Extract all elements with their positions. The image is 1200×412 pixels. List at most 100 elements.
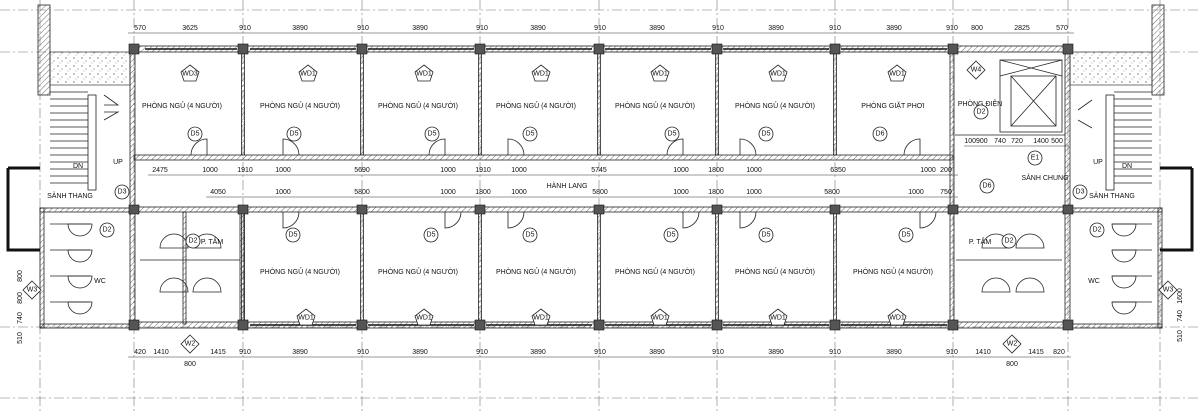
window-tag: WD1 (533, 315, 549, 322)
corridor-dimension-label: 1000 (511, 167, 527, 174)
room-label-bottom: PHÒNG NGỦ (4 NGƯỜI) (260, 267, 340, 276)
column (237, 43, 249, 55)
column (237, 204, 249, 215)
bottom-dimension-label: 910 (357, 349, 369, 356)
sanitary-fixtures (50, 223, 1152, 315)
column (128, 204, 140, 215)
door-tag-marker (522, 126, 538, 142)
column (829, 319, 841, 331)
lobby-dimension-label: 720 (1011, 138, 1023, 145)
stair-down-label: DN (1122, 163, 1132, 170)
column (947, 43, 959, 55)
door-tag-marker (1089, 222, 1105, 238)
door-tag-marker (758, 227, 774, 243)
door-tag: E1 (1031, 155, 1040, 162)
window-tag: WD1 (889, 315, 905, 322)
door-swing (428, 138, 446, 156)
corridor-dimension-label: 5800 (592, 189, 608, 196)
corridor-dimension-label: 200 (940, 167, 952, 174)
door-tag: D5 (526, 131, 535, 138)
door-tag: D2 (103, 227, 112, 234)
column (237, 319, 249, 331)
corridor-dimension-label: 1000 (511, 189, 527, 196)
column (1062, 43, 1074, 55)
door-tag: D2 (1005, 238, 1014, 245)
window-tag-marker (180, 334, 200, 354)
bottom-dimension-label: 820 (1053, 349, 1065, 356)
bottom-dimension-label: 3890 (412, 349, 428, 356)
column (593, 319, 605, 331)
bottom-dimension-label: 3890 (649, 349, 665, 356)
column (474, 319, 486, 331)
column (593, 43, 605, 55)
top-dimension-label: 2825 (1014, 25, 1030, 32)
column (1062, 204, 1074, 215)
column (711, 43, 723, 55)
partition-wall (597, 51, 601, 156)
lobby-dimension-label: 1400 (1033, 138, 1049, 145)
door-tag-marker (898, 227, 914, 243)
column (356, 43, 368, 55)
window-tag-marker (414, 64, 434, 82)
door-tag-marker (522, 227, 538, 243)
corridor-dimension-label: 1000 (275, 167, 291, 174)
corridor-label: HÀNH LANG (547, 181, 588, 190)
bottom-dimension-label: 910 (712, 349, 724, 356)
stair-right (1069, 4, 1165, 191)
door-tag: D5 (902, 232, 911, 239)
window-tag: WD1 (300, 71, 316, 78)
stair-up-label: UP (113, 159, 123, 166)
column (356, 204, 368, 215)
room-label-top: PHÒNG NGỦ (4 NGƯỜI) (615, 101, 695, 110)
column (829, 43, 841, 55)
corridor-dimension-label: 6350 (830, 167, 846, 174)
window-tag-marker (1158, 280, 1178, 300)
window-tag: W3 (27, 287, 38, 294)
door-tag-marker (973, 104, 989, 120)
corridor-dimension-label: 1910 (237, 167, 253, 174)
partition-wall (478, 211, 482, 323)
bottom-dimension-label: 1410 (975, 349, 991, 356)
bottom-dimension-label: 420 (134, 349, 146, 356)
door-swing (282, 138, 300, 156)
top-dimension-label: 910 (594, 25, 606, 32)
shower-door (1015, 277, 1045, 293)
side-dimension: 740 (17, 312, 24, 324)
bottom-dimension-label: 3890 (292, 349, 308, 356)
side-dimension: 1600 (1177, 288, 1184, 304)
corridor-dimension-label: 5800 (354, 189, 370, 196)
stair-lobby-label: SẢNH THANG (1089, 191, 1135, 200)
window-tag-marker (1002, 334, 1022, 354)
bottom-dimension-label: 910 (476, 349, 488, 356)
window-tag-marker (296, 308, 316, 326)
room-label-bottom: PHÒNG NGỦ (4 NGƯỜI) (735, 267, 815, 276)
stair-left (37, 4, 131, 191)
window-tag: WD1 (298, 315, 314, 322)
door-tag-marker (872, 126, 888, 142)
room-label-top: PHÒNG NGỦ (4 NGƯỜI) (735, 101, 815, 110)
top-dimension-label: 3890 (649, 25, 665, 32)
top-dimension-label: 910 (829, 25, 841, 32)
stair-lobby-label: SẢNH THANG (47, 191, 93, 200)
door-tag: D3 (1076, 189, 1085, 196)
top-dimension-label: 910 (476, 25, 488, 32)
door-tag: D2 (977, 109, 986, 116)
door-tag-marker (187, 126, 203, 142)
column (711, 319, 723, 331)
toilet-stall-door (67, 301, 93, 315)
side-dimension: 740 (1177, 310, 1184, 322)
door-tag-marker (758, 126, 774, 142)
column (947, 204, 959, 215)
partition-wall (478, 51, 482, 156)
door-tag: D5 (526, 232, 535, 239)
door-tag-marker (663, 227, 679, 243)
lobby-dimension-label: 740 (994, 138, 1006, 145)
door-tag-marker (424, 126, 440, 142)
door-tag: D5 (427, 232, 436, 239)
door-tag-marker (285, 227, 301, 243)
window-tag-marker (768, 308, 788, 326)
room-label-top: PHÒNG NGỦ (4 NGƯỜI) (496, 101, 576, 110)
elevator (999, 59, 1063, 133)
window-tag-marker (650, 308, 670, 326)
